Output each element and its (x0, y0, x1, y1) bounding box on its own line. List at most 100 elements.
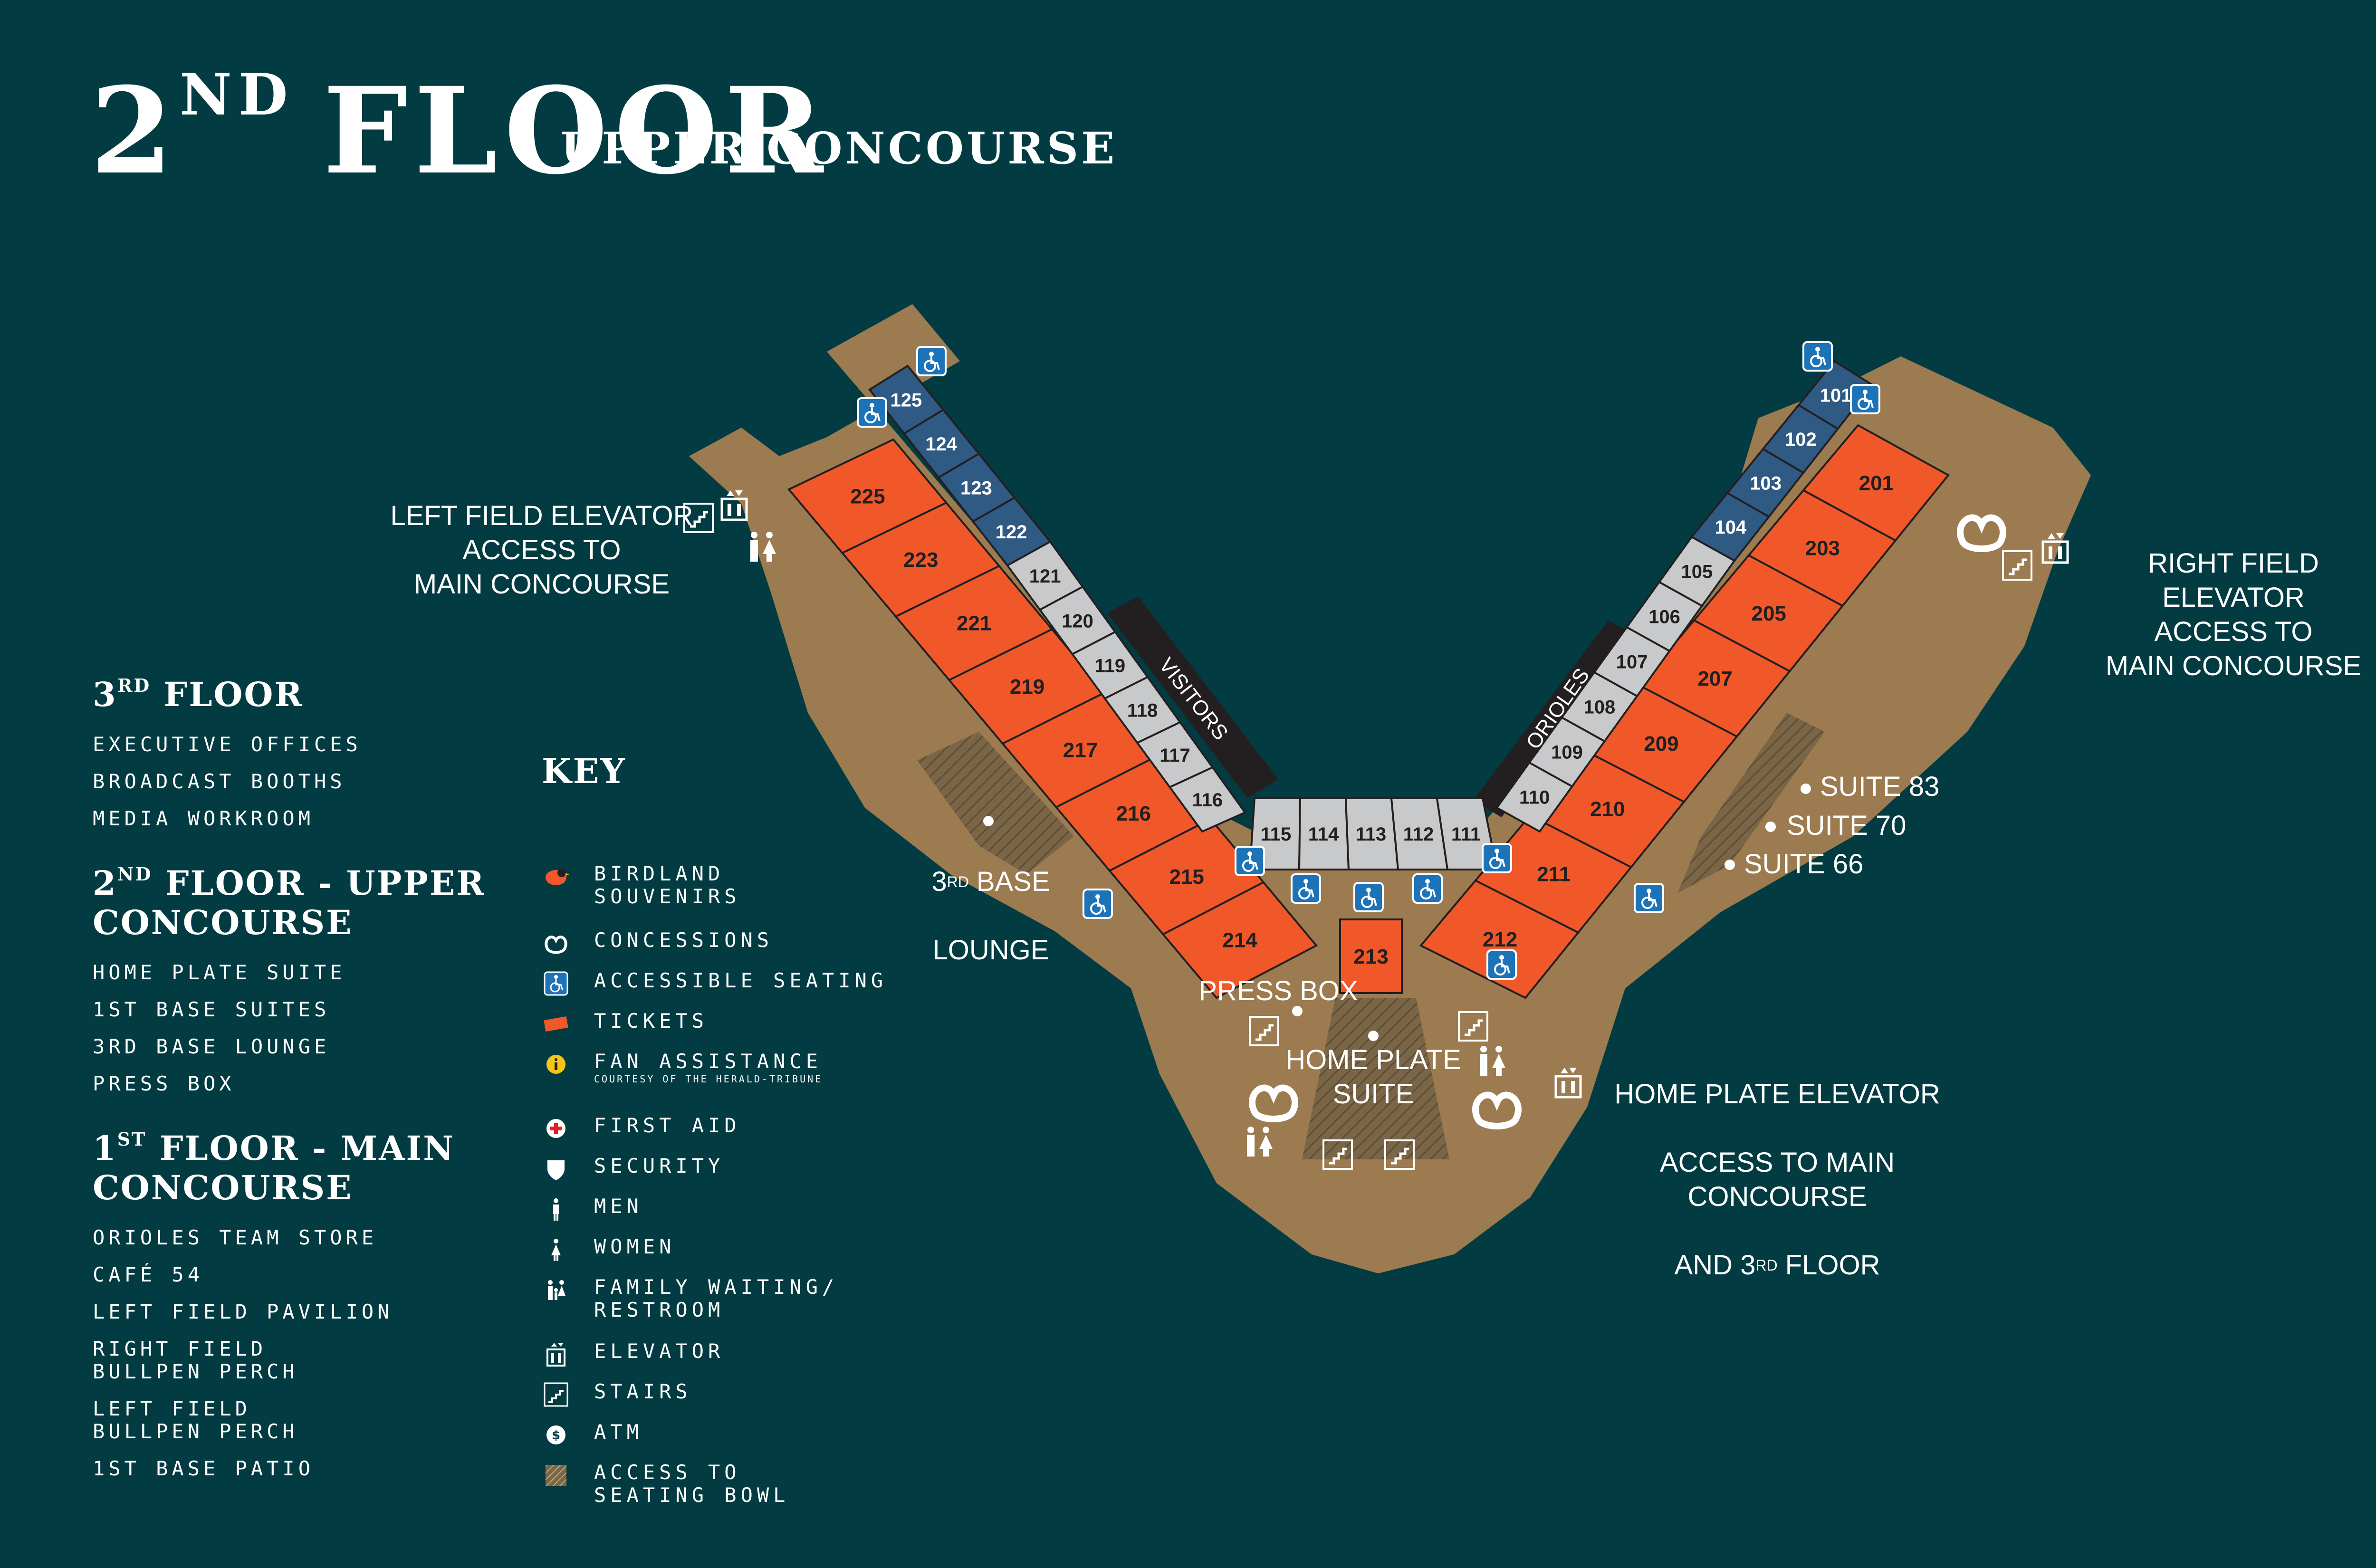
elevator-icon (542, 1340, 570, 1368)
key-label: ELEVATOR (594, 1339, 725, 1363)
access-seating-bowl-left (917, 732, 1074, 874)
restroom-icon (1480, 1046, 1505, 1076)
seating-section-upper[interactable] (1339, 918, 1403, 994)
stairs-icon (683, 503, 714, 533)
key-label: CONCESSIONS (594, 928, 774, 952)
section-number: 205 (1751, 602, 1786, 625)
floor-feature: EXECUTIVE OFFICES (93, 733, 362, 756)
section-number: 225 (850, 485, 885, 508)
section-number: 114 (1308, 824, 1339, 845)
shield-icon (542, 1155, 570, 1183)
page-subtitle: UPPER CONCOURSE (561, 123, 1118, 174)
section-number: 111 (1451, 824, 1481, 845)
floor-feature: 1ST BASE PATIO (93, 1457, 315, 1480)
elevator-icon (2041, 533, 2069, 564)
family-icon (542, 1276, 570, 1304)
wheelchair-icon (542, 969, 570, 998)
section-number: 217 (1063, 738, 1098, 762)
section-number: 106 (1648, 607, 1680, 628)
seating-section-lower[interactable] (1168, 766, 1247, 833)
seating-section-upper[interactable] (1161, 881, 1318, 999)
visitors-dugout (1107, 596, 1278, 798)
key-row: SECURITY (542, 1155, 724, 1183)
section-number: 207 (1697, 667, 1732, 690)
key-row: TICKETS (542, 1010, 708, 1038)
suite-70-label: SUITE 70 (1787, 810, 1907, 841)
key-label: SECURITY (594, 1154, 725, 1177)
location-dot (1765, 822, 1776, 832)
info-icon (542, 1050, 570, 1079)
key-label: ATM (594, 1420, 643, 1444)
wheelchair-icon (1850, 384, 1880, 414)
section-number: 104 (1715, 517, 1747, 538)
key-row: ACCESSIBLE SEATING (542, 969, 887, 998)
restroom-icon (1247, 1127, 1273, 1157)
restroom-icon (750, 532, 776, 562)
wheelchair-icon (1634, 883, 1664, 913)
section-number: 215 (1169, 865, 1204, 889)
key-label: WOMEN (594, 1235, 676, 1258)
section-number: 211 (1537, 863, 1571, 886)
section-number: 102 (1785, 429, 1817, 450)
key-label: ACCESS TO SEATING BOWL (594, 1461, 790, 1507)
key-row: FAMILY WAITING/ RESTROOM (542, 1276, 838, 1321)
floor-feature: MEDIA WORKROOM (93, 807, 315, 830)
key-row: ACCESS TO SEATING BOWL (542, 1461, 789, 1507)
section-number: 105 (1681, 562, 1713, 583)
key-label: TICKETS (594, 1009, 709, 1033)
floor-feature: LEFT FIELD PAVILION (93, 1300, 393, 1323)
wheelchair-icon (1083, 889, 1113, 919)
wheelchair-icon (1412, 873, 1443, 904)
floor-heading: 2ND FLOOR - UPPER CONCOURSE (93, 863, 486, 942)
section-number: 115 (1261, 824, 1292, 845)
title-suffix: ND (179, 61, 295, 128)
floor-feature: 1ST BASE SUITES (93, 998, 330, 1021)
section-number: 221 (957, 612, 991, 635)
floor-feature: RIGHT FIELD BULLPEN PERCH (93, 1337, 298, 1383)
wheelchair-icon (1235, 846, 1265, 876)
section-number: 216 (1116, 802, 1151, 825)
first-aid-icon (542, 1114, 570, 1143)
access-seating-bowl-right (1677, 713, 1825, 893)
key-row: MEN (542, 1195, 643, 1224)
key-row: $ ATM (542, 1421, 643, 1449)
pretzel-icon (1957, 514, 2006, 552)
key-sublabel: COURTESY OF THE HERALD-TRIBUNE (594, 1073, 823, 1085)
section-number: 103 (1750, 473, 1782, 494)
section-number: 201 (1859, 471, 1894, 495)
oriole-bird-icon (542, 862, 570, 891)
seating-section-upper[interactable] (1801, 424, 1950, 542)
section-number: 209 (1644, 732, 1678, 755)
svg-text:$: $ (552, 1428, 560, 1443)
floor-feature: ORIOLES TEAM STORE (93, 1226, 378, 1249)
stairs-icon (1384, 1139, 1415, 1170)
section-number: 210 (1590, 797, 1625, 821)
key-row: ELEVATOR (542, 1340, 724, 1368)
stairs-icon (542, 1380, 570, 1409)
section-number: 122 (996, 522, 1027, 543)
section-number: 124 (925, 434, 957, 455)
hatch-icon (542, 1461, 570, 1490)
stairs-icon (1458, 1011, 1488, 1042)
left-field-elevator-label: LEFT FIELD ELEVATOR ACCESS TO MAIN CONCO… (390, 500, 693, 600)
section-number: 123 (960, 478, 992, 498)
key-row: STAIRS (542, 1380, 692, 1409)
section-number: 117 (1159, 745, 1190, 766)
home-plate-elevator-label: HOME PLATE ELEVATOR ACCESS TO MAIN CONCO… (1582, 1043, 1972, 1317)
floor-feature: LEFT FIELD BULLPEN PERCH (93, 1397, 298, 1443)
section-number: 120 (1062, 611, 1093, 631)
floor-heading: 3RD FLOOR (93, 675, 304, 714)
key-label: FIRST AID (594, 1114, 741, 1137)
home-plate-suite-label: HOME PLATE SUITE (1285, 1044, 1461, 1109)
section-number: 107 (1616, 652, 1648, 673)
floor-feature: PRESS BOX (93, 1072, 235, 1095)
key-label: BIRDLAND SOUVENIRS (594, 862, 741, 908)
suite-66-label: SUITE 66 (1744, 849, 1864, 880)
home-elevator-line2: ACCESS TO MAIN CONCOURSE (1659, 1147, 1895, 1212)
floor-feature: HOME PLATE SUITE (93, 961, 346, 984)
location-dot (1725, 860, 1735, 870)
floor-feature: CAFÉ 54 (93, 1263, 204, 1286)
location-dot (1368, 1031, 1379, 1041)
